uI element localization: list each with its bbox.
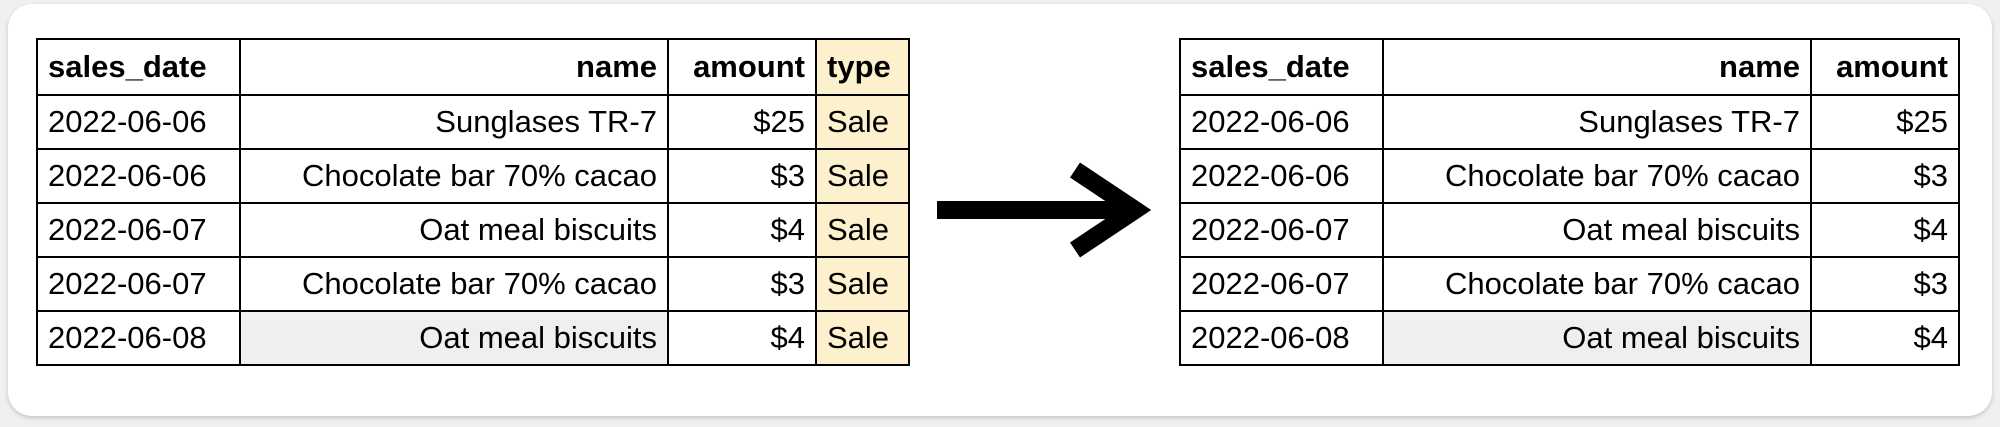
cell-name: Chocolate bar 70% cacao: [1382, 256, 1812, 312]
cell-sales-date: 2022-06-07: [1179, 202, 1384, 258]
cell-amount: $4: [1810, 202, 1960, 258]
table-row: 2022-06-06 Sunglases TR-7 $25: [1179, 94, 1960, 150]
cell-name: Oat meal biscuits: [239, 310, 669, 366]
cell-type: Sale: [815, 202, 910, 258]
cell-type: Sale: [815, 310, 910, 366]
table-row: 2022-06-06 Chocolate bar 70% cacao $3 Sa…: [36, 148, 910, 204]
table-row: 2022-06-08 Oat meal biscuits $4 Sale: [36, 310, 910, 366]
arrow-right-icon: [937, 162, 1152, 258]
cell-name: Chocolate bar 70% cacao: [1382, 148, 1812, 204]
table-header-row: sales_date name amount: [1179, 38, 1960, 96]
cell-amount: $4: [1810, 310, 1960, 366]
cell-sales-date: 2022-06-06: [1179, 148, 1384, 204]
cell-sales-date: 2022-06-06: [1179, 94, 1384, 150]
cell-name: Oat meal biscuits: [1382, 202, 1812, 258]
cell-amount: $25: [667, 94, 817, 150]
cell-name: Chocolate bar 70% cacao: [239, 148, 669, 204]
table-header-row: sales_date name amount type: [36, 38, 910, 96]
cell-amount: $3: [1810, 148, 1960, 204]
table-row: 2022-06-07 Chocolate bar 70% cacao $3 Sa…: [36, 256, 910, 312]
cell-sales-date: 2022-06-06: [36, 94, 241, 150]
column-header-name: name: [239, 38, 669, 96]
column-header-name: name: [1382, 38, 1812, 96]
cell-sales-date: 2022-06-08: [36, 310, 241, 366]
cell-amount: $3: [1810, 256, 1960, 312]
cell-type: Sale: [815, 256, 910, 312]
cell-amount: $4: [667, 310, 817, 366]
column-header-sales-date: sales_date: [36, 38, 241, 96]
cell-name: Chocolate bar 70% cacao: [239, 256, 669, 312]
table-row: 2022-06-07 Oat meal biscuits $4 Sale: [36, 202, 910, 258]
cell-amount: $25: [1810, 94, 1960, 150]
column-header-type: type: [815, 38, 910, 96]
cell-sales-date: 2022-06-07: [36, 202, 241, 258]
table-row: 2022-06-06 Sunglases TR-7 $25 Sale: [36, 94, 910, 150]
table-row: 2022-06-06 Chocolate bar 70% cacao $3: [1179, 148, 1960, 204]
cell-name: Sunglases TR-7: [1382, 94, 1812, 150]
cell-amount: $3: [667, 148, 817, 204]
column-header-amount: amount: [1810, 38, 1960, 96]
table-row: 2022-06-07 Chocolate bar 70% cacao $3: [1179, 256, 1960, 312]
cell-amount: $4: [667, 202, 817, 258]
table-row: 2022-06-08 Oat meal biscuits $4: [1179, 310, 1960, 366]
table-row: 2022-06-07 Oat meal biscuits $4: [1179, 202, 1960, 258]
cell-name: Oat meal biscuits: [239, 202, 669, 258]
cell-sales-date: 2022-06-07: [36, 256, 241, 312]
cell-type: Sale: [815, 94, 910, 150]
cell-amount: $3: [667, 256, 817, 312]
cell-name: Oat meal biscuits: [1382, 310, 1812, 366]
cell-sales-date: 2022-06-07: [1179, 256, 1384, 312]
column-header-sales-date: sales_date: [1179, 38, 1384, 96]
cell-name: Sunglases TR-7: [239, 94, 669, 150]
cell-sales-date: 2022-06-08: [1179, 310, 1384, 366]
cell-type: Sale: [815, 148, 910, 204]
column-header-amount: amount: [667, 38, 817, 96]
table-after: sales_date name amount 2022-06-06 Sungla…: [1179, 38, 1960, 366]
cell-sales-date: 2022-06-06: [36, 148, 241, 204]
table-before: sales_date name amount type 2022-06-06 S…: [36, 38, 910, 366]
